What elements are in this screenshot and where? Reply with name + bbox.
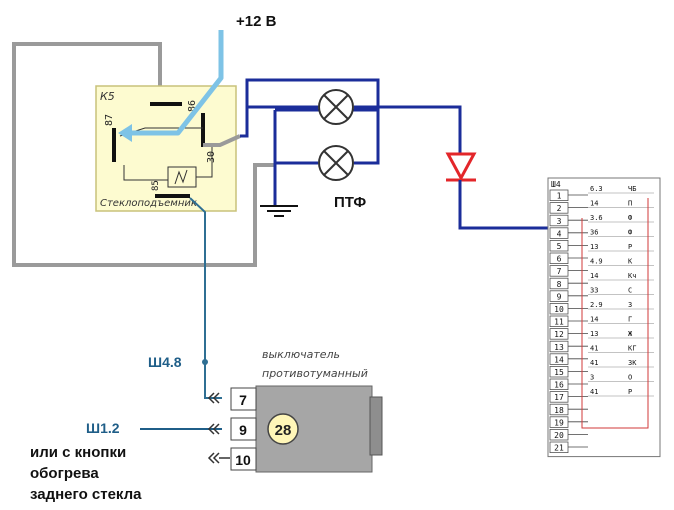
harness-code-gauge: 13 [590,243,598,251]
harness-pin-number: 7 [557,267,562,276]
switch-title-1: выключатель [262,348,340,361]
harness-code-gauge: 41 [590,359,598,367]
harness-pin-number: 20 [554,431,564,440]
connector-w12-label: Ш1.2 [86,420,120,436]
harness-pin-number: 8 [557,280,562,289]
relay-internal-line-2 [123,165,168,181]
relay-pin-87: 87 [104,114,115,126]
terminal-10-box [230,447,257,471]
relay-pin-86: 86 [187,100,198,112]
harness-pin-number: 18 [554,406,564,415]
connector-w48-label: Ш4.8 [148,354,182,370]
terminal-9-box [230,417,257,441]
harness-code-color: Ж [628,330,633,338]
blue-wire-lamp-bottom [273,110,318,165]
gray-wire-loop [12,42,275,267]
harness-pin-number: 13 [554,343,564,352]
switch-number-badge [267,413,299,445]
harness-code-gauge: 36 [590,229,598,237]
harness-code-color: С [628,287,632,295]
relay-pin-30: 30 [206,151,217,163]
fog-lamp-bottom-icon [318,145,354,181]
harness-code-color: Кч [628,272,636,280]
harness-header: Ш4 [551,180,561,189]
harness-pin-number: 17 [554,393,564,402]
harness-pin-number: 5 [557,242,562,251]
power-wire [128,30,224,136]
harness-code-color: З [628,301,632,309]
harness-code-color: Ф [628,229,632,237]
connector-w48-dot [202,359,208,365]
harness-pin-number: 14 [554,355,564,364]
harness-red-wire [581,198,649,429]
harness-code-gauge: 3.6 [590,214,603,222]
harness-pin-number: 12 [554,330,564,339]
harness-code-color: К [628,258,633,266]
note-line-1: или с кнопки [30,444,126,461]
harness-code-gauge: 14 [590,316,598,324]
relay-pin-85: 85 [151,180,161,191]
switch-title-2: противотуманный [262,367,368,380]
harness-code-color: ЗК [628,359,637,367]
relay-box [95,85,237,212]
note-line-2: обогрева [30,465,99,482]
terminal-10: 10 [235,452,251,468]
terminal-9: 9 [239,422,247,438]
harness-pin-number: 1 [557,192,562,201]
control-wire [189,197,222,399]
harness-pin-number: 19 [554,418,564,427]
harness-code-gauge: 41 [590,388,598,396]
harness-code-gauge: 14 [590,200,598,208]
harness-pin-number: 6 [557,255,562,264]
harness-code-color: Г [628,316,632,324]
relay-name: К5 [100,90,115,103]
harness-pin-number: 3 [557,217,562,226]
blue-wire-lamp-top-right [354,105,462,154]
harness-code-color: КГ [628,345,636,353]
harness-code-gauge: 14 [590,272,598,280]
harness-code-gauge: 3 [590,374,594,382]
harness-pin-number: 16 [554,381,564,390]
harness-pin-number: 15 [554,368,564,377]
blue-wire-diode-to-harness [458,180,552,230]
blue-wire-top [240,78,380,138]
harness-code-gauge: 4.9 [590,258,603,266]
relay-coil-zigzag [174,169,188,185]
switch-button [369,396,383,456]
harness-pin-number: 4 [557,229,562,238]
relay-internal-line-3 [196,147,213,178]
relay-subtitle: Стеклоподъемник [100,198,197,209]
fog-lamp-top-icon [318,89,354,125]
power-label: +12 В [236,13,277,30]
terminal-7-box [230,387,257,411]
power-wire-arrowhead [118,124,132,142]
note-line-3: заднего стекла [30,486,142,503]
harness-code-gauge: 13 [590,330,598,338]
harness-code-gauge: 33 [590,287,598,295]
harness-pin-number: 11 [554,318,564,327]
harness-code-color: ЧБ [628,185,636,193]
harness-pin-number: 10 [554,305,564,314]
harness-code-gauge: 6.3 [590,185,603,193]
terminal-arrows [207,392,230,464]
diode-icon [445,152,477,182]
harness-code-color: Ф [628,214,632,222]
terminal-7: 7 [239,392,247,408]
switch-number: 28 [275,422,292,439]
harness-code-color: Р [628,243,632,251]
harness-code-gauge: 2.9 [590,301,603,309]
harness-code-color: П [628,200,632,208]
gray-wire-30 [203,134,241,147]
harness-pin-number: 2 [557,204,562,213]
harness-pin-number: 9 [557,292,562,301]
harness-code-gauge: 41 [590,345,598,353]
harness-pin-number: 21 [554,444,564,453]
ptf-label: ПТФ [334,194,366,211]
harness-code-color: Р [628,388,632,396]
harness-code-color: О [628,374,632,382]
